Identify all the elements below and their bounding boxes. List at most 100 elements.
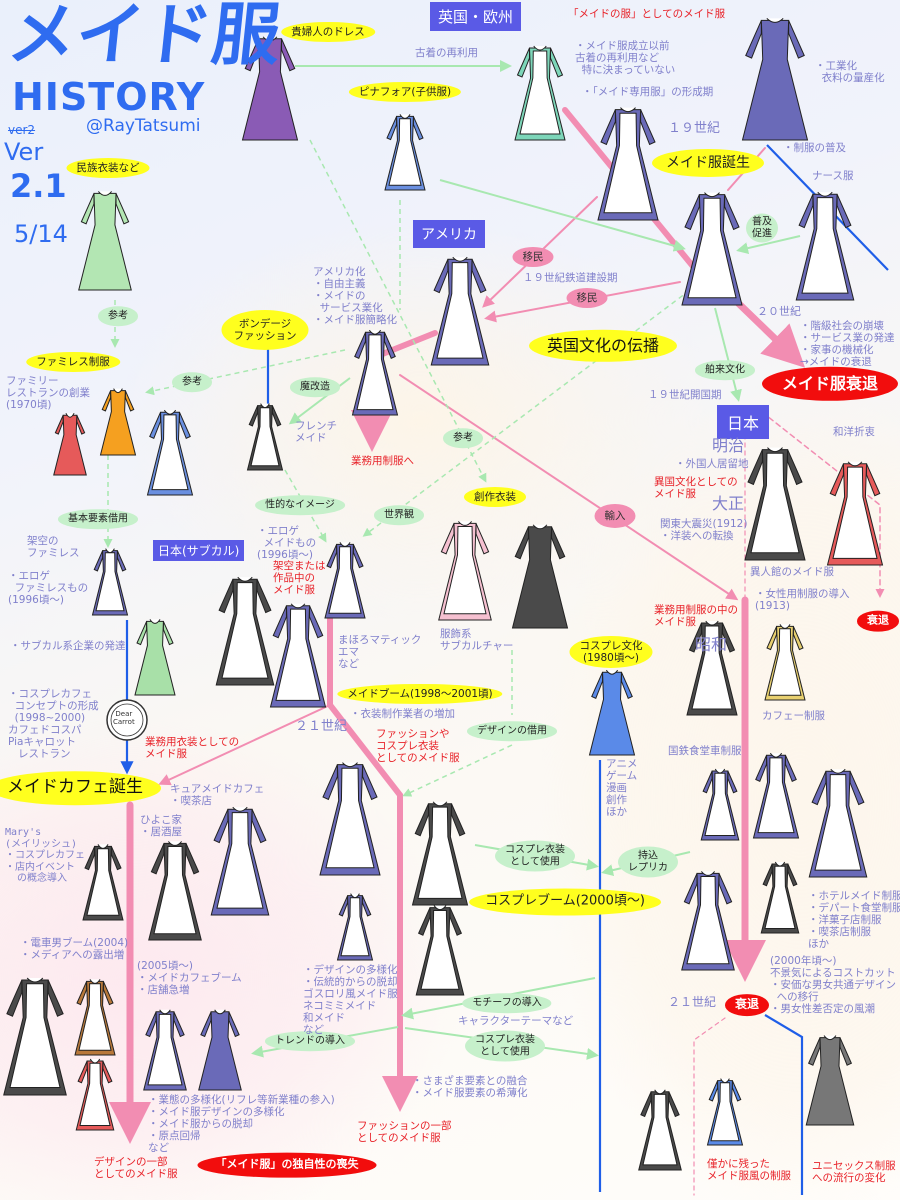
note-cost-cut: (2000年頃〜) 不景気によるコストカット ・安価な男女共通デザイン への移行… bbox=[770, 955, 896, 1016]
tag-noble-dress: 貴婦人のドレス bbox=[281, 21, 375, 43]
tag-maid-cafe-birth: メイドカフェ誕生 bbox=[0, 771, 161, 805]
red-note-fictional: 架空または 作品中の メイド服 bbox=[273, 560, 326, 597]
tag-immigrant-1: 移民 bbox=[512, 246, 554, 268]
tag-import: 輸入 bbox=[594, 503, 636, 529]
tag-motif: モチーフの導入 bbox=[462, 993, 552, 1013]
dress-illustration-icon bbox=[324, 542, 366, 619]
dress-illustration-icon bbox=[198, 1009, 242, 1091]
note-eroge-famires: ・エロゲ ファミレスもの (1996頃〜) bbox=[8, 570, 89, 607]
tag-ethnic: 民族衣装など bbox=[66, 157, 150, 179]
note-opening: １９世紀開国期 bbox=[648, 389, 722, 401]
note-reuse: 古着の再利用 bbox=[415, 47, 478, 59]
dress-illustration-icon bbox=[75, 1058, 115, 1131]
region-japan: 日本 bbox=[717, 405, 770, 439]
note-railway: １９世紀鉄道建設期 bbox=[523, 272, 618, 284]
author: @RayTatsumi bbox=[86, 116, 201, 136]
dress-illustration-icon bbox=[210, 806, 270, 916]
title-main: メイド服 bbox=[3, 0, 285, 75]
note-eroge-maid: ・エロゲ メイドもの (1996頃〜) bbox=[257, 525, 317, 562]
note-cafe-uniform: カフェー制服 bbox=[762, 710, 825, 722]
tag-bondage: ボンデージ ファッション bbox=[221, 309, 309, 351]
date: 5/14 bbox=[14, 220, 68, 248]
tag-decline-wayo: 衰退 bbox=[857, 610, 899, 632]
dress-illustration-icon bbox=[215, 576, 275, 686]
dress-illustration-icon bbox=[686, 620, 738, 716]
dress-illustration-icon bbox=[319, 762, 381, 876]
dress-illustration-icon bbox=[82, 844, 124, 921]
note-mahoromatic: まほろマティック エマ など bbox=[338, 634, 422, 671]
red-note-unisex: ユニセックス制服 への流行の変化 bbox=[812, 1160, 896, 1185]
note-taisho: 大正 bbox=[712, 494, 745, 513]
note-uniforms-list: ・ホテルメイド制服 ・デパート食堂制服 ・洋菓子店制服 ・喫茶店制服 ほか bbox=[808, 890, 900, 951]
note-women-uniform: ・女性用制服の導入 (1913) bbox=[755, 588, 850, 613]
note-hiyoko: ひよこ家 ・居酒屋 bbox=[140, 814, 182, 839]
tag-trend: トレンドの導入 bbox=[265, 1031, 355, 1051]
dress-illustration-icon bbox=[246, 403, 284, 471]
note-20c: ２０世紀 bbox=[757, 305, 801, 318]
dress-illustration-icon bbox=[700, 768, 740, 841]
tag-makaizo: 魔改造 bbox=[290, 377, 340, 397]
note-fashion-subcul: 服飾系 サブカルチャー bbox=[440, 628, 514, 653]
tag-ref-2: 参考 bbox=[172, 372, 212, 392]
note-fictional-famires: 架空の ファミレス bbox=[27, 535, 80, 560]
dress-illustration-icon bbox=[681, 871, 735, 971]
note-settlement: ・外国人居留地 bbox=[675, 458, 749, 470]
cafe-logo-text: Dear Carrot bbox=[113, 710, 135, 727]
dress-illustration-icon bbox=[805, 1035, 855, 1126]
tag-replica: 持込 レプリカ bbox=[618, 846, 678, 878]
dress-illustration-icon bbox=[411, 801, 469, 906]
note-21c-right: ２１世紀 bbox=[668, 995, 717, 1009]
note-21c-mid: ２１世紀 bbox=[295, 719, 348, 734]
dress-illustration-icon bbox=[143, 1009, 187, 1091]
note-densha: ・電車男ブーム(2004) ・メディアへの露出増 bbox=[20, 937, 129, 962]
red-note-maids-clothes: 「メイドの服」としてのメイド服 bbox=[568, 8, 726, 20]
note-forming: ・「メイド専用服」の形成期 bbox=[582, 86, 714, 98]
dress-illustration-icon bbox=[826, 461, 884, 566]
dress-illustration-icon bbox=[415, 905, 465, 996]
dress-illustration-icon bbox=[241, 36, 299, 141]
dress-illustration-icon bbox=[78, 191, 132, 291]
red-note-business-costume: 業務用衣装としての メイド服 bbox=[145, 736, 240, 761]
tag-hakurai: 舶来文化 bbox=[695, 360, 755, 380]
dress-illustration-icon bbox=[744, 447, 806, 561]
note-business-diversify: ・業態の多様化(リフレ等新業種の参入) ・メイド服デザインの多様化 ・メイド服か… bbox=[148, 1094, 335, 1155]
dress-illustration-icon bbox=[795, 191, 855, 301]
dress-illustration-icon bbox=[438, 521, 492, 621]
note-subcul-company: ・サブカル系企業の発達 bbox=[10, 640, 126, 652]
note-costume-makers: ・衣装制作業者の増加 bbox=[350, 708, 455, 720]
dress-illustration-icon bbox=[741, 18, 809, 141]
tag-loss-of-identity: 「メイド服」の独自性の喪失 bbox=[197, 1152, 377, 1178]
dress-illustration-icon bbox=[760, 861, 800, 934]
tag-creative: 創作衣装 bbox=[464, 486, 526, 508]
dress-illustration-icon bbox=[53, 412, 87, 476]
dress-illustration-icon bbox=[91, 548, 129, 616]
note-fusion: ・さまざま要素との融合 ・メイド服要素の希薄化 bbox=[412, 1075, 528, 1100]
note-uniform-spread: ・制服の普及 bbox=[783, 142, 846, 154]
note-showa: 昭和 bbox=[695, 635, 728, 654]
cafe-logo-circle bbox=[106, 699, 148, 741]
note-industrial: ・工業化 衣料の量産化 bbox=[815, 60, 885, 85]
dress-illustration-icon bbox=[638, 1089, 682, 1171]
red-note-remaining: 僅かに残った メイド服風の制服 bbox=[707, 1158, 791, 1183]
dress-illustration-icon bbox=[74, 979, 116, 1056]
note-cafe-boom: (2005頃〜) ・メイドカフェブーム ・店舗急増 bbox=[137, 960, 242, 997]
dress-illustration-icon bbox=[597, 107, 659, 221]
note-ijinkan: 異人館のメイド服 bbox=[750, 566, 834, 578]
note-19c: １９世紀 bbox=[668, 121, 721, 136]
note-french-maid: フレンチ メイド bbox=[295, 420, 337, 445]
tag-ref-3: 参考 bbox=[443, 428, 483, 448]
tag-design-borrow: デザインの借用 bbox=[467, 721, 557, 741]
red-note-in-uniform: 業務用制服の中の メイド服 bbox=[654, 604, 738, 629]
tag-basic-elements: 基本要素借用 bbox=[58, 509, 138, 529]
tag-famires: ファミレス制服 bbox=[26, 351, 120, 373]
dress-illustration-icon bbox=[336, 893, 374, 961]
note-nurse: ナース服 bbox=[812, 170, 854, 182]
note-character-theme: キャラクターテーマなど bbox=[458, 1015, 574, 1027]
tag-cosplay-culture: コスプレ文化 (1980頃〜) bbox=[569, 635, 653, 669]
note-marys: Mary's (メイリッシュ) ・コスプレカフェ ・店内イベント の概念導入 bbox=[5, 827, 85, 884]
note-diversify: ・デザインの多様化 ・伝統的からの脱却 ゴスロリ風メイド服 ネコミミメイド 和メ… bbox=[303, 964, 398, 1037]
dress-illustration-icon bbox=[351, 329, 399, 416]
tag-cosplay-use-2: コスプレ衣装 として使用 bbox=[465, 1030, 545, 1062]
note-cure-maid: キュアメイドカフェ ・喫茶店 bbox=[170, 783, 265, 808]
